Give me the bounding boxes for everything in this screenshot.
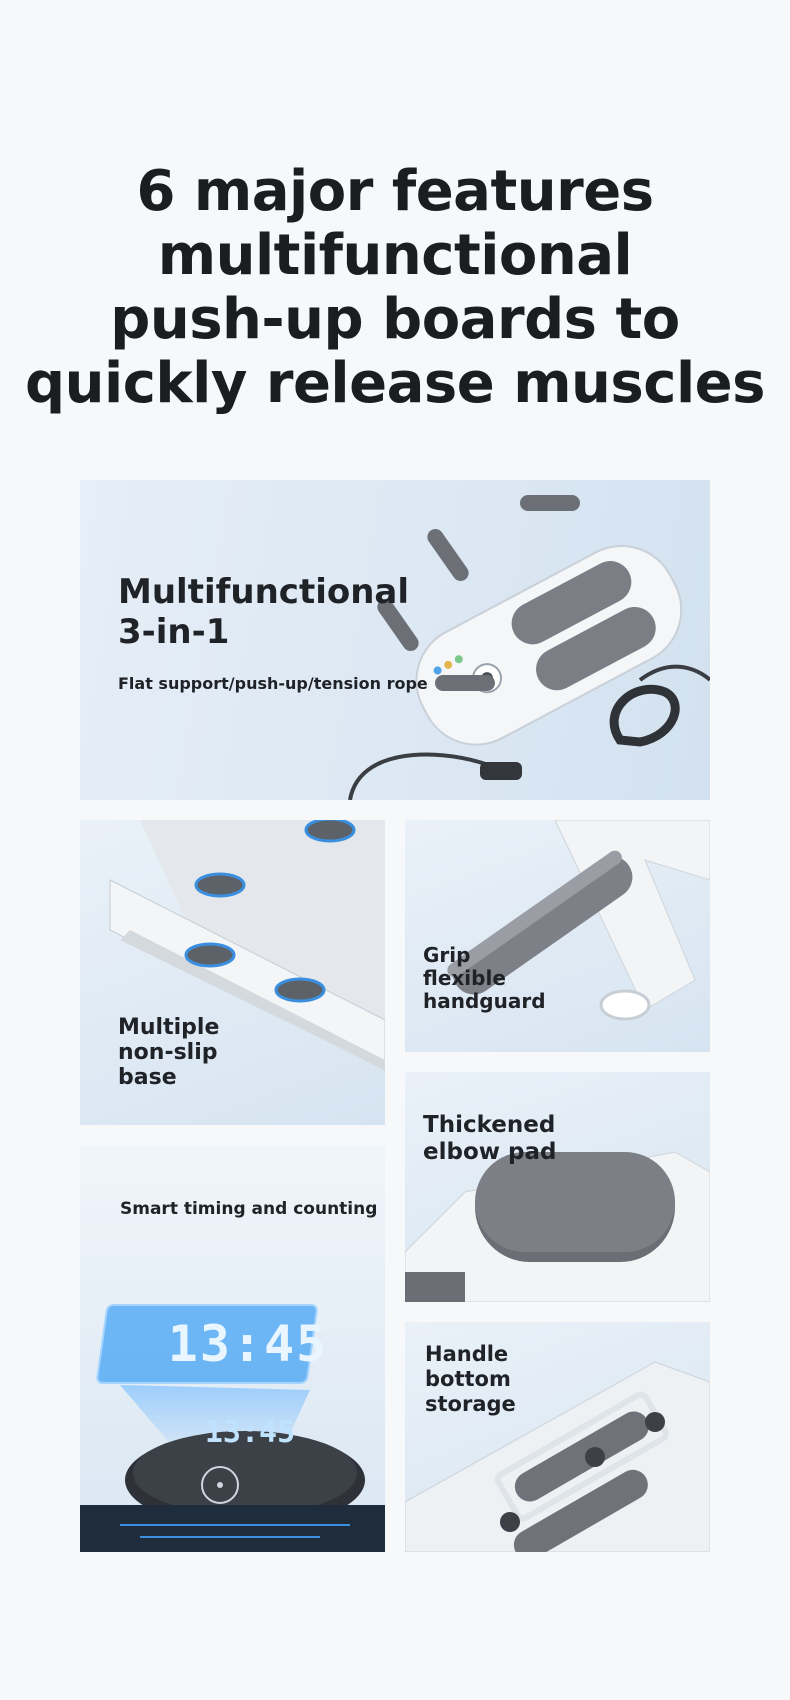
panel-subtitle: Flat support/push-up/tension rope [118,674,428,693]
handle-storage-illustration [405,1361,710,1552]
title-line: 6 major features [136,159,654,224]
label-line: Handle [425,1342,509,1366]
panel-label: Thickened elbow pad [423,1112,556,1166]
panel-label: Grip flexible handguard [423,944,546,1013]
label-line: base [118,1065,177,1090]
panel-title: Multifunctional 3-in-1 [118,572,409,652]
handle-grip-illustration [447,820,710,1021]
label-line: non-slip [118,1040,218,1065]
elbow-pad-illustration [405,1151,710,1302]
label-line: bottom [425,1367,511,1391]
non-slip-base-illustration [109,820,385,1071]
title-line: 3-in-1 [118,612,230,652]
title-line: Multifunctional [118,572,410,612]
title-line: multifunctional [157,223,633,288]
feature-panel-base: Multiple non-slip base [80,820,385,1125]
timer-display-big: 13:45 [167,1315,329,1373]
label-line: flexible [423,966,506,990]
feature-panel-multifunctional: Multifunctional 3-in-1 Flat support/push… [80,480,710,800]
feature-panel-storage: Handle bottom storage [405,1322,710,1552]
label-line: Multiple [118,1015,220,1040]
label-line: Thickened [423,1112,556,1138]
pushup-board-illustration [348,495,710,800]
timer-display-small: 13:45 [204,1415,296,1450]
panel-label: Handle bottom storage [425,1342,516,1417]
title-line: quickly release muscles [25,351,765,416]
title-line: push-up boards to [110,287,680,352]
feature-panel-elbow: Thickened elbow pad [405,1072,710,1302]
panel-label: Smart timing and counting [120,1199,378,1219]
panel-label: Multiple non-slip base [118,1015,219,1090]
label-line: storage [425,1392,516,1416]
label-line: elbow pad [423,1139,557,1165]
label-line: handguard [423,989,546,1013]
feature-panel-grip: Grip flexible handguard [405,820,710,1052]
timer-display-illustration [80,1304,385,1552]
label-line: Grip [423,943,471,967]
page-title: 6 major features multifunctional push-up… [0,160,790,416]
feature-panel-timer: Smart timing and counting 13:45 13:45 [80,1145,385,1552]
